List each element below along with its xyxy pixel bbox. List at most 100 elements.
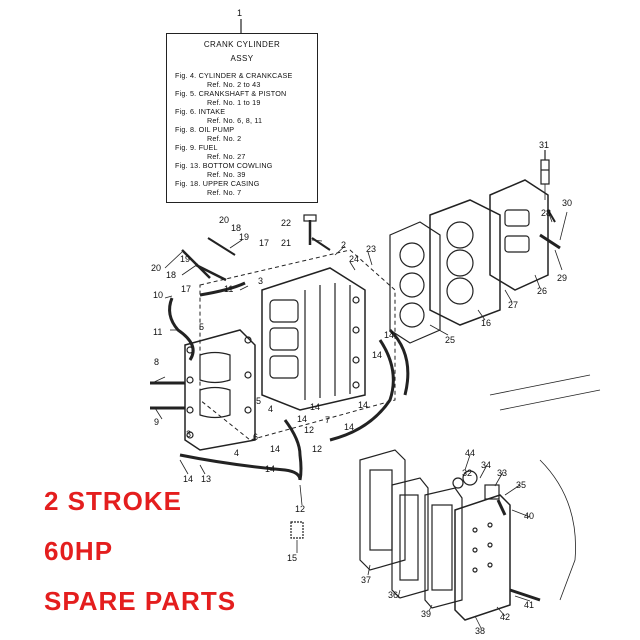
- part-number: 35: [516, 480, 526, 490]
- legend-fig-line: Fig. 9. FUEL: [175, 143, 218, 152]
- thermostat-cover: [462, 470, 478, 486]
- legend-subtitle: ASSY: [230, 54, 254, 63]
- part-number: 18: [166, 270, 176, 280]
- part-number: 18: [231, 223, 241, 233]
- part-number: 14: [297, 414, 307, 424]
- thermostat-washer: [452, 477, 464, 489]
- thermostat-icon: [484, 484, 500, 500]
- part-number: 5: [256, 396, 261, 406]
- legend-fig-line: Fig. 8. OIL PUMP: [175, 125, 235, 134]
- legend-fig-line: Fig. 4. CYLINDER & CRANKCASE: [175, 71, 293, 80]
- part-number: 20: [219, 215, 229, 225]
- bolts: [150, 209, 561, 602]
- part-number: 4: [268, 404, 273, 414]
- water-hose: [179, 453, 302, 481]
- part-number: 14: [310, 402, 320, 412]
- part-number: 27: [508, 300, 518, 310]
- part-number: 34: [481, 460, 491, 470]
- part-number: 12: [304, 425, 314, 435]
- part-number: 4: [234, 448, 239, 458]
- spark-plug: [540, 150, 550, 185]
- cowling-outline: [489, 374, 591, 396]
- part-number: 14: [372, 350, 382, 360]
- part-number: 19: [180, 254, 190, 264]
- part-number: 9: [154, 417, 159, 427]
- part-number: 13: [201, 474, 211, 484]
- head-cover: [489, 179, 549, 291]
- part-number: 2: [341, 240, 346, 250]
- part-number: 15: [287, 553, 297, 563]
- part-number: 29: [557, 273, 567, 283]
- part-number: 12: [312, 444, 322, 454]
- part-number: 37: [361, 575, 371, 585]
- anode-icon: [290, 521, 304, 539]
- part-number: 11: [153, 327, 162, 337]
- legend-ref-line: Ref. No. 7: [207, 188, 242, 197]
- part-number: 17: [259, 238, 269, 248]
- legend-title: CRANK CYLINDER: [203, 40, 281, 49]
- part-number: 16: [481, 318, 491, 328]
- leader-lines: [151, 184, 568, 629]
- part-number: 14: [344, 422, 354, 432]
- legend-fig-line: Fig. 5. CRANKSHAFT & PISTON: [175, 89, 287, 98]
- crankcase-half: [184, 329, 256, 451]
- part-number: 11: [224, 284, 233, 294]
- cylinder-head: [429, 199, 501, 326]
- part-number: 1: [237, 8, 242, 18]
- part-number: 36: [388, 590, 398, 600]
- legend-ref-line: Ref. No. 39: [207, 170, 246, 179]
- part-number: 24: [349, 254, 359, 264]
- part-number: 41: [524, 600, 534, 610]
- oil-hose: [168, 297, 195, 361]
- assembly-legend-box: CRANK CYLINDER ASSY Fig. 4. CYLINDER & C…: [166, 33, 318, 203]
- part-number: 26: [537, 286, 547, 296]
- part-number: 10: [153, 290, 163, 300]
- part-number: 25: [445, 335, 455, 345]
- banner-line-2: 60HP: [44, 536, 114, 566]
- outer-exhaust-plate: [454, 494, 511, 621]
- part-number: 19: [239, 232, 249, 242]
- part-number: 44: [465, 448, 475, 458]
- part-number: 8: [154, 357, 159, 367]
- part-number: 39: [421, 609, 431, 619]
- crankcase-outline: [199, 249, 396, 441]
- legend-ref-line: Ref. No. 2: [207, 134, 242, 143]
- banner-line-1: 2 STROKE: [44, 486, 183, 516]
- legend-fig-line: Fig. 13. BOTTOM COWLING: [175, 161, 273, 170]
- part-number: 38: [475, 626, 485, 636]
- part-number: 23: [366, 244, 376, 254]
- part-number: 17: [181, 284, 191, 294]
- cylinder-block: [261, 267, 366, 411]
- breather-hose: [199, 281, 246, 297]
- part-number: 14: [265, 464, 275, 474]
- cylinder-gasket: [389, 221, 441, 344]
- part-number-labels: 1 20 18 19 17 22 21 2 23 24 3 20 18 19 1…: [151, 8, 572, 636]
- part-number: 22: [281, 218, 291, 228]
- part-number: 14: [183, 474, 193, 484]
- legend-fig-line: Fig. 6. INTAKE: [175, 107, 226, 116]
- part-number: 20: [151, 263, 161, 273]
- banner-line-3: SPARE PARTS: [44, 586, 237, 616]
- part-number: 33: [497, 468, 507, 478]
- part-number: 3: [258, 276, 263, 286]
- part-number: 7: [325, 415, 330, 425]
- legend-ref-line: Ref. No. 6, 8, 11: [207, 116, 263, 125]
- part-number: 32: [462, 468, 472, 478]
- part-number: 14: [358, 400, 368, 410]
- legend-fig-line: Fig. 18. UPPER CASING: [175, 179, 260, 188]
- part-number: 6: [253, 432, 258, 442]
- part-number: 28: [541, 208, 551, 218]
- exhaust-gasket: [391, 477, 429, 599]
- part-number: 3: [186, 429, 191, 439]
- legend-ref-line: Ref. No. 2 to 43: [207, 80, 261, 89]
- part-number: 30: [562, 198, 572, 208]
- exhaust-inner-cover: [424, 487, 463, 609]
- bypass-hose: [329, 339, 395, 442]
- exhaust-cover-plate: [359, 449, 406, 571]
- part-number: 12: [295, 504, 305, 514]
- part-number: 14: [270, 444, 280, 454]
- part-number: 31: [539, 140, 549, 150]
- part-number: 14: [384, 330, 394, 340]
